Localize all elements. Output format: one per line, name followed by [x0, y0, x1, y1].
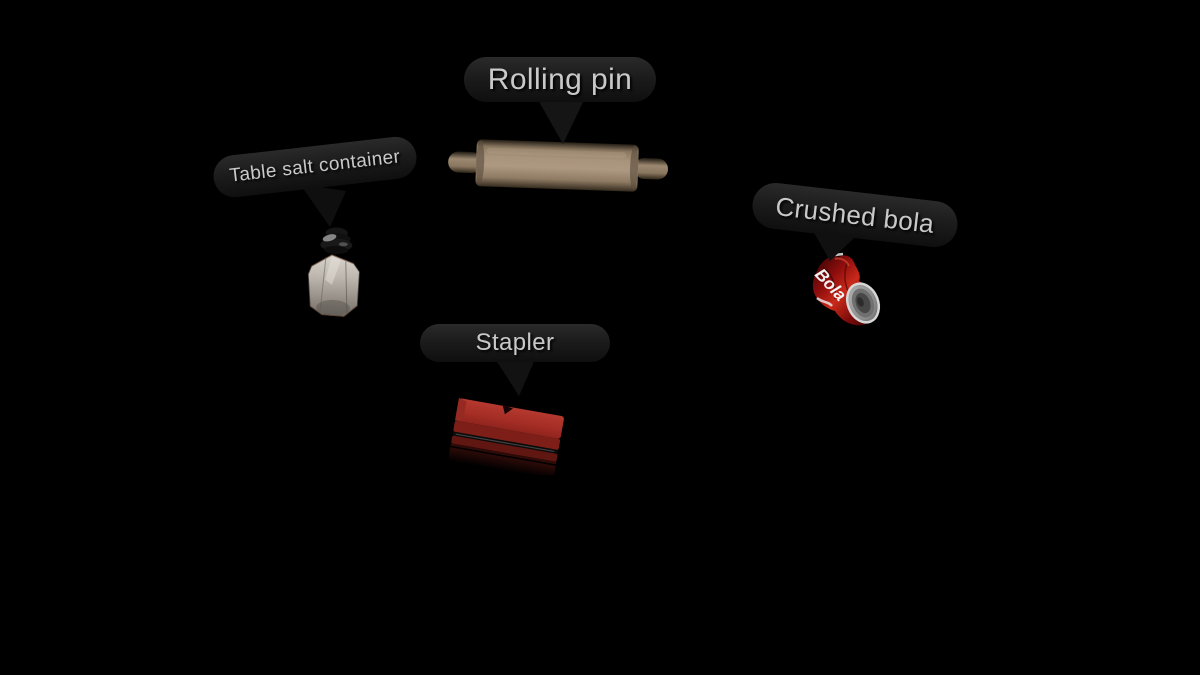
label-text-stapler: Stapler — [475, 329, 555, 356]
rolling-pin-right-handle — [634, 158, 669, 180]
label-tail-crushed-bola — [812, 229, 854, 261]
label-bubble-stapler: Stapler — [420, 324, 610, 362]
label-tail-rolling-pin — [537, 98, 585, 144]
crushed-bola-object[interactable]: Bola — [797, 251, 893, 335]
label-tail-stapler — [494, 357, 536, 396]
can-lid — [845, 282, 881, 324]
rolling-pin-object[interactable] — [446, 136, 670, 200]
salt-glass-body — [307, 254, 360, 317]
rolling-pin-body — [475, 139, 639, 192]
stapler-top-body — [455, 398, 564, 439]
stapler-object[interactable] — [449, 393, 581, 475]
table-salt-container-object[interactable] — [301, 223, 369, 323]
rolling-pin-left-handle — [448, 151, 483, 173]
salt-cap — [320, 227, 353, 255]
label-text-rolling-pin: Rolling pin — [487, 62, 633, 96]
stapler-reflection — [449, 447, 556, 475]
label-text-table-salt: Table salt container — [228, 146, 402, 187]
label-text-crushed-bola: Crushed bola — [774, 190, 936, 239]
label-tail-table-salt — [300, 184, 346, 227]
label-bubble-rolling-pin: Rolling pin — [464, 57, 656, 102]
stapler-base — [450, 420, 561, 465]
